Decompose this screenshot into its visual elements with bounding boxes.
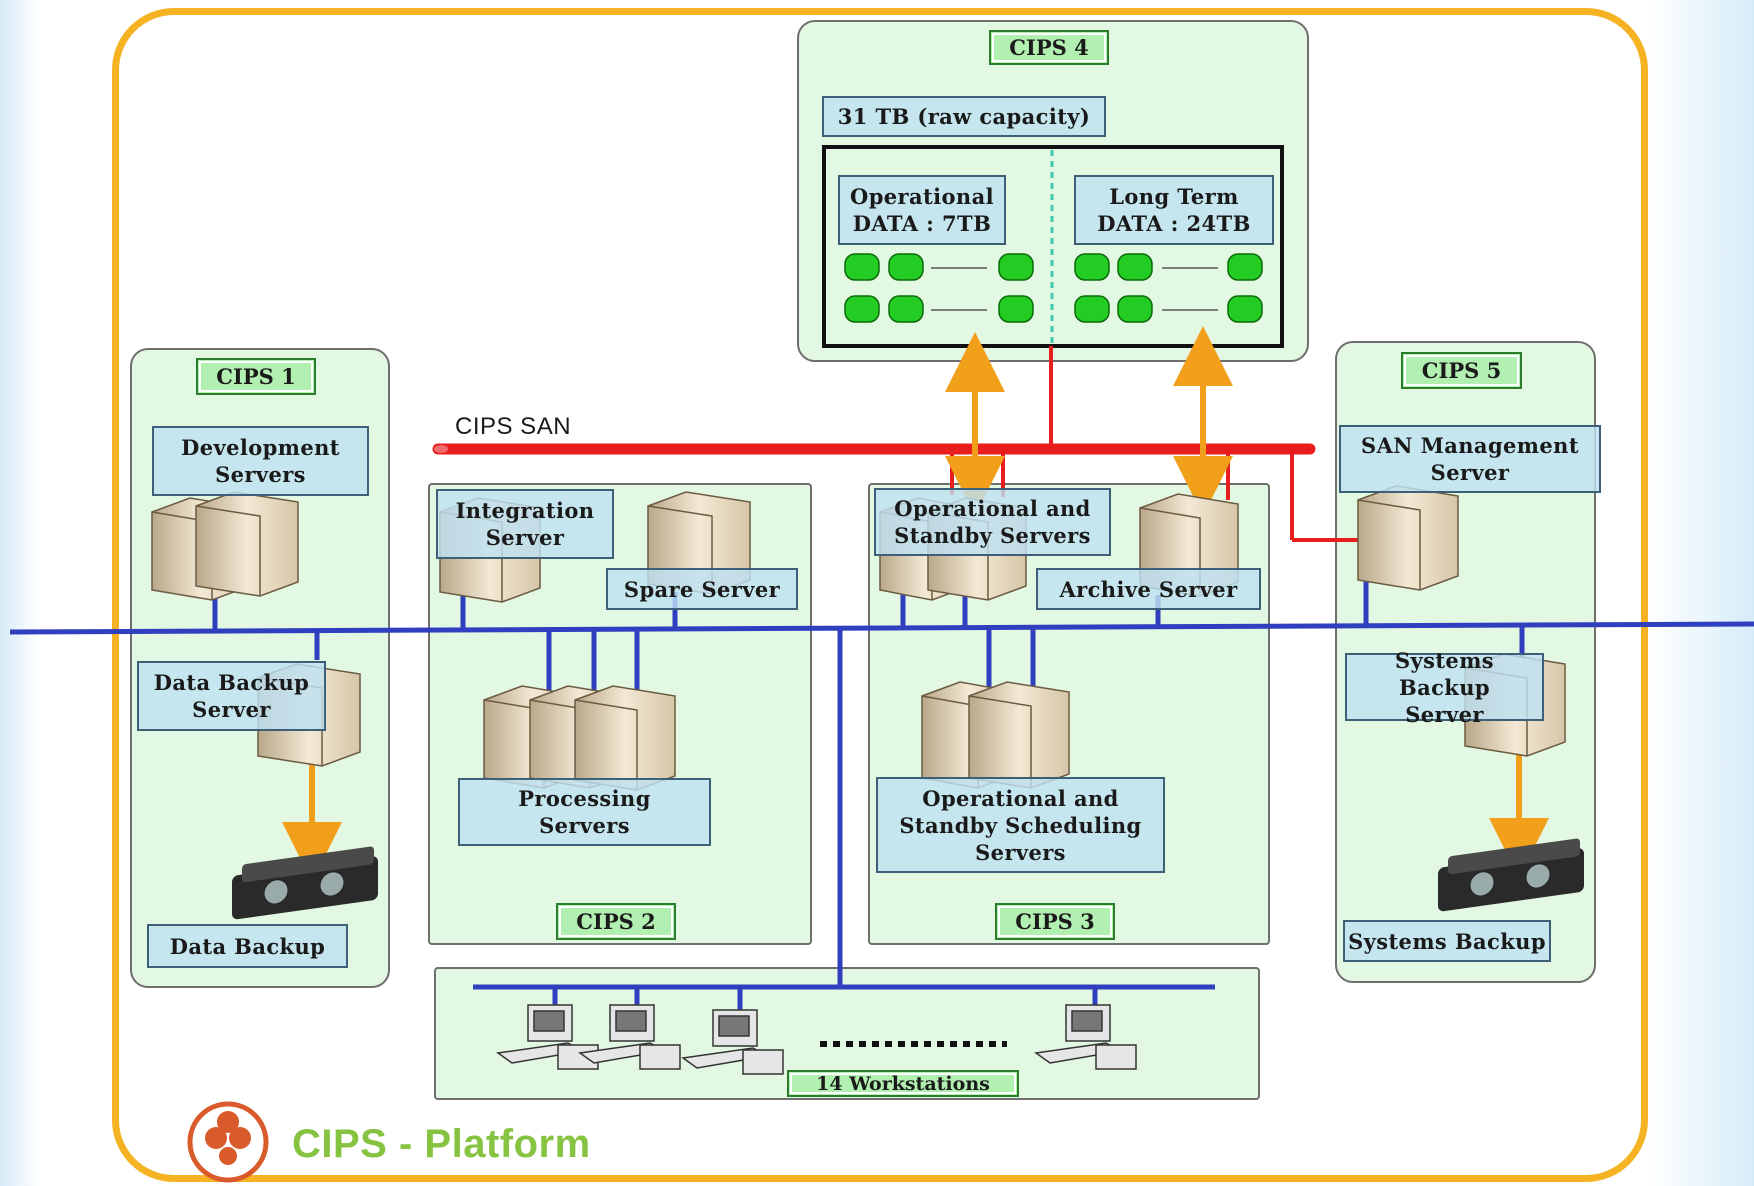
disk-group-long-term <box>1074 253 1263 323</box>
long-term-data-label: Long Term DATA : 24TB <box>1074 175 1274 245</box>
systems-backup-server-label: Systems Backup Server <box>1345 648 1544 727</box>
data-backup-server-label: Data Backup Server <box>137 661 326 731</box>
platform-title: CIPS - Platform <box>292 1122 591 1166</box>
tag-cips4: CIPS 4 <box>989 30 1109 65</box>
storage-capacity-label: 31 TB (raw capacity) <box>822 96 1106 137</box>
processing-servers-label: Processing Servers <box>458 778 711 846</box>
server-icon <box>968 681 1070 789</box>
server-icon <box>1357 485 1459 591</box>
storage-links <box>282 326 1549 882</box>
background-right-strip <box>1650 0 1754 1186</box>
san-management-server-label: SAN Management Server <box>1339 425 1601 493</box>
development-servers-label: Development Servers <box>152 426 369 496</box>
tape-icon <box>1438 838 1584 912</box>
integration-server-label: Integration Server <box>436 489 614 559</box>
archive-server-label: Archive Server <box>1036 568 1261 610</box>
san-bus <box>432 346 1365 542</box>
disk-group-operational <box>844 253 1034 323</box>
data-backup-label: Data Backup <box>147 924 348 968</box>
workstation-icon <box>496 1004 1137 1075</box>
tag-cips5: CIPS 5 <box>1401 352 1522 389</box>
san-label: CIPS SAN <box>455 413 572 440</box>
scheduling-servers-label: Operational and Standby Scheduling Serve… <box>876 777 1165 873</box>
operational-data-label: Operational DATA : 7TB <box>838 175 1006 245</box>
tag-cips2: CIPS 2 <box>556 903 676 940</box>
server-icon <box>574 685 676 791</box>
cips-logo-icon <box>187 1101 269 1183</box>
tag-workstations: 14 Workstations <box>787 1070 1019 1097</box>
spare-server-label: Spare Server <box>606 568 798 610</box>
operational-standby-servers-label: Operational and Standby Servers <box>874 488 1111 556</box>
tape-icon <box>232 846 378 920</box>
systems-backup-label: Systems Backup <box>1343 920 1551 962</box>
server-icon <box>195 491 299 597</box>
background-left-strip <box>0 0 40 1186</box>
tag-cips3: CIPS 3 <box>995 903 1115 940</box>
tag-cips1: CIPS 1 <box>196 358 316 395</box>
